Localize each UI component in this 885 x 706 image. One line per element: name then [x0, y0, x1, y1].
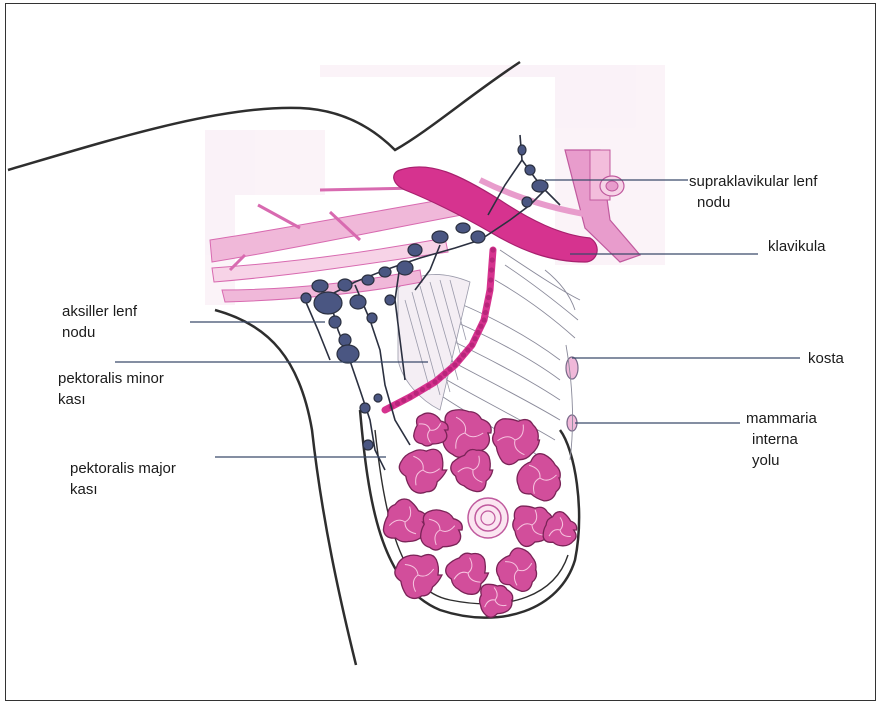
- label-pectoralis-major: pektoralis major kası: [70, 458, 176, 500]
- lobule: [395, 555, 442, 599]
- lobule: [399, 449, 446, 493]
- lobule: [517, 454, 560, 501]
- label-axillary-node: aksiller lenf nodu: [62, 301, 137, 343]
- lobule: [497, 548, 537, 591]
- lobule: [421, 510, 463, 550]
- label-internal-mammary: mammaria interna yolu: [746, 408, 817, 471]
- arm-torso-outline: [215, 310, 356, 665]
- lobule: [443, 410, 492, 458]
- lobule: [414, 413, 448, 446]
- label-pectoralis-minor: pektoralis minor kası: [58, 368, 164, 410]
- label-supraclavicular-node: supraklavikular lenf nodu: [689, 171, 817, 213]
- pectoralis-minor-muscle: [398, 274, 470, 410]
- lobule: [480, 584, 513, 617]
- label-rib: kosta: [808, 348, 844, 369]
- label-clavicle: klavikula: [768, 236, 826, 257]
- nipple: [468, 498, 508, 538]
